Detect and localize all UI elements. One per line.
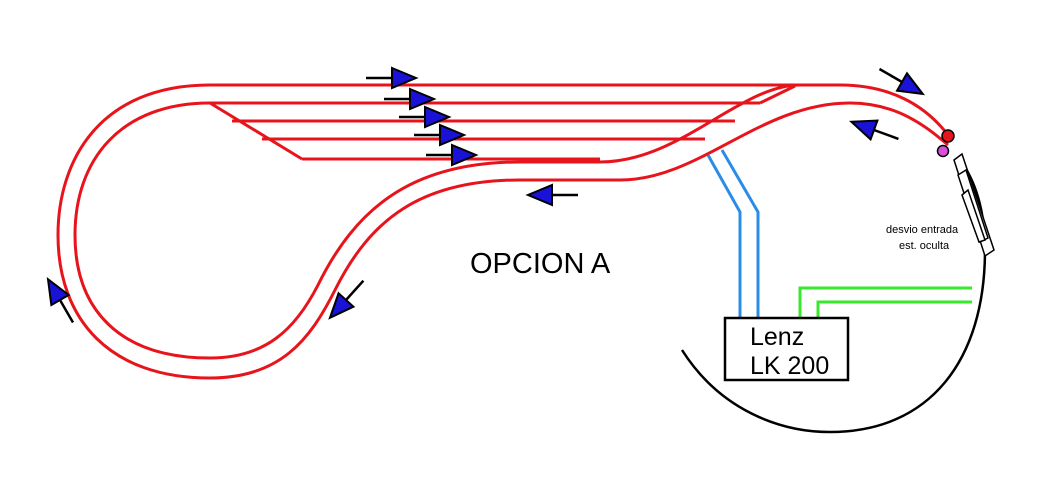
signal-red xyxy=(941,129,955,143)
direction-arrow xyxy=(412,123,466,147)
return-loop-track xyxy=(680,159,987,434)
blue-wires xyxy=(706,149,760,318)
hidden-station-turnout xyxy=(953,152,995,258)
direction-arrow xyxy=(382,87,436,111)
controller-box xyxy=(723,316,850,382)
direction-arrow xyxy=(424,143,478,167)
green-wires xyxy=(798,286,972,318)
direction-arrow xyxy=(38,272,83,329)
controller-label-2: LK 200 xyxy=(750,352,829,380)
direction-arrow xyxy=(526,183,580,207)
controller-label-1: Lenz xyxy=(750,323,804,351)
direction-arrow xyxy=(397,105,451,129)
turnout-note-1: desvio entrada xyxy=(886,224,959,236)
direction-arrow xyxy=(846,111,904,150)
turnout-note-2: est. oculta xyxy=(899,240,950,252)
signal-magenta xyxy=(936,144,950,158)
diagram-title: OPCION A xyxy=(470,248,611,280)
